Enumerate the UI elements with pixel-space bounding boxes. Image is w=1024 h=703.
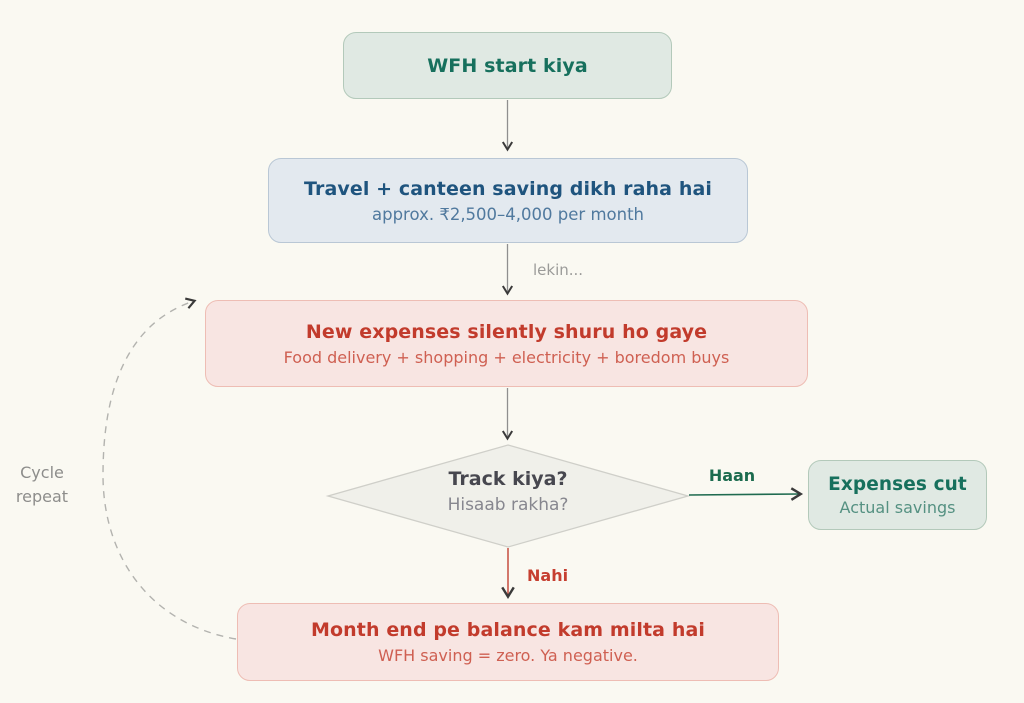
edge-decision-haan bbox=[688, 487, 804, 501]
node-new-expenses-title: New expenses silently shuru ho gaye bbox=[305, 320, 708, 343]
node-travel-canteen-saving-title: Travel + canteen saving dikh raha hai bbox=[304, 177, 712, 200]
node-expenses-cut: Expenses cut Actual savings bbox=[808, 460, 987, 530]
node-month-end-balance-title: Month end pe balance kam milta hai bbox=[311, 619, 705, 641]
node-travel-canteen-saving: Travel + canteen saving dikh raha hai ap… bbox=[268, 158, 748, 243]
node-wfh-start: WFH start kiya bbox=[343, 32, 672, 99]
node-new-expenses-subtitle: Food delivery + shopping + electricity +… bbox=[283, 347, 730, 367]
node-wfh-start-label: WFH start kiya bbox=[427, 54, 588, 77]
node-new-expenses: New expenses silently shuru ho gaye Food… bbox=[205, 300, 808, 387]
edge-cycle-repeat-dashed bbox=[102, 297, 237, 640]
edge-label-nahi: Nahi bbox=[527, 566, 569, 585]
decision-diamond bbox=[325, 444, 691, 548]
edge-label-cycle-repeat: Cycle repeat bbox=[15, 463, 69, 506]
edge-label-lekin: lekin... bbox=[533, 261, 584, 279]
node-expenses-cut-title: Expenses cut bbox=[828, 473, 967, 495]
node-track-kiya-decision: Track kiya? Hisaab rakha? bbox=[388, 468, 628, 515]
decision-title: Track kiya? bbox=[448, 468, 568, 490]
decision-subtitle: Hisaab rakha? bbox=[447, 495, 569, 515]
node-month-end-balance: Month end pe balance kam milta hai WFH s… bbox=[237, 603, 779, 681]
node-month-end-balance-subtitle: WFH saving = zero. Ya negative. bbox=[378, 646, 638, 665]
edge-label-haan: Haan bbox=[708, 466, 756, 485]
node-expenses-cut-subtitle: Actual savings bbox=[839, 497, 956, 517]
node-travel-canteen-saving-subtitle: approx. ₹2,500–4,000 per month bbox=[372, 204, 644, 224]
